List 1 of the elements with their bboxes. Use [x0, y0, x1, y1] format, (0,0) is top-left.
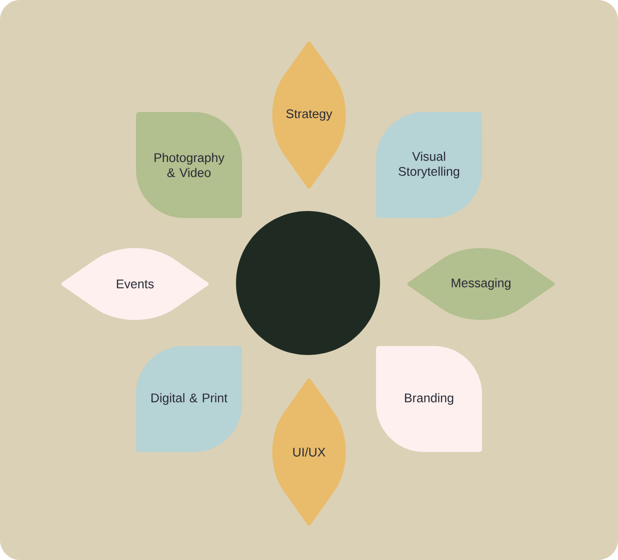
- hub-circle: [236, 211, 380, 355]
